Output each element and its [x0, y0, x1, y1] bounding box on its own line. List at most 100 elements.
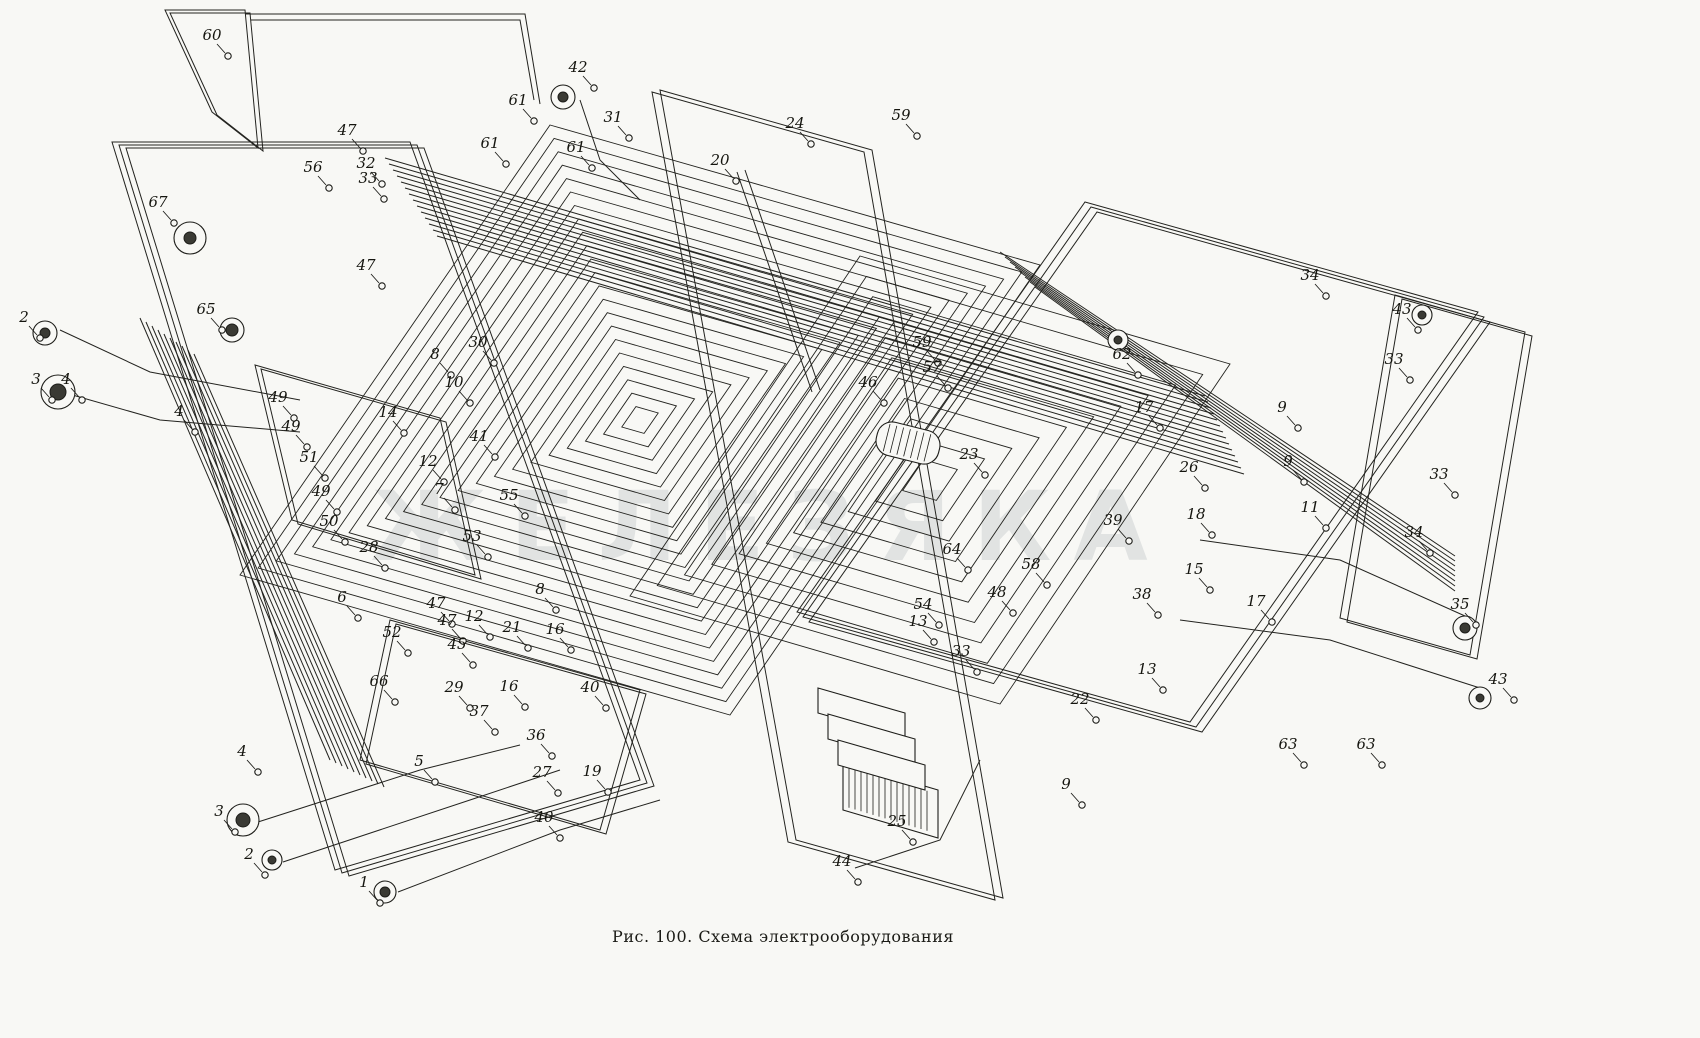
part-number-text: 31	[603, 108, 622, 126]
part-number-label: 32	[356, 154, 386, 188]
part-number-label: 2	[18, 308, 44, 342]
part-number-label: 5	[414, 752, 439, 786]
part-number-text: 15	[1184, 560, 1203, 578]
part-number-text: 39	[1103, 511, 1123, 529]
part-number-text: 46	[857, 373, 878, 391]
part-number-text: 48	[986, 583, 1006, 601]
part-number-text: 33	[1429, 465, 1448, 483]
part-number-label: 42	[567, 58, 598, 92]
part-number-label: 55	[499, 486, 529, 520]
spot-lamp-symbol	[550, 84, 576, 110]
part-number-text: 47	[425, 594, 446, 612]
part-number-label: 61	[480, 134, 510, 168]
part-number-label: 59	[891, 106, 921, 140]
figure-caption: Рис. 100. Схема электрооборудования	[612, 927, 954, 946]
part-number-text: 47	[355, 256, 376, 274]
part-number-label: 6	[337, 588, 362, 622]
part-number-text: 32	[356, 154, 375, 172]
part-number-text: 12	[464, 607, 483, 625]
part-number-text: 14	[378, 403, 397, 421]
part-number-text: 40	[579, 678, 600, 696]
part-number-text: 7	[434, 480, 444, 498]
part-number-text: 49	[280, 417, 301, 435]
part-number-label: 56	[303, 158, 333, 192]
part-number-text: 9	[1283, 452, 1293, 470]
part-number-label: 21	[501, 618, 532, 652]
part-number-text: 54	[913, 595, 932, 613]
part-number-label: 47	[436, 611, 467, 645]
part-number-text: 56	[303, 158, 323, 176]
part-number-label: 17	[1134, 398, 1164, 432]
part-number-text: 6	[337, 588, 347, 606]
part-number-label: 62	[1112, 345, 1142, 379]
part-number-text: 61	[566, 138, 585, 156]
part-number-label: 65	[196, 300, 226, 334]
part-number-label: 41	[468, 427, 499, 461]
part-number-text: 8	[430, 345, 440, 363]
part-number-text: 49	[310, 482, 331, 500]
part-number-label: 7	[434, 480, 459, 514]
part-number-label: 12	[418, 452, 448, 486]
part-number-text: 4	[60, 370, 71, 388]
part-number-text: 9	[1061, 775, 1071, 793]
part-number-text: 28	[358, 538, 378, 556]
part-number-label: 8	[430, 345, 455, 379]
part-number-text: 20	[709, 151, 730, 169]
headlamp-symbol	[226, 803, 260, 837]
part-number-text: 43	[1391, 300, 1411, 318]
part-number-text: 33	[951, 642, 970, 660]
part-number-text: 17	[1134, 398, 1154, 416]
part-number-text: 10	[444, 373, 464, 391]
part-number-label: 47	[425, 594, 456, 628]
part-number-label: 16	[499, 677, 529, 711]
part-number-text: 29	[443, 678, 464, 696]
part-number-text: 55	[499, 486, 518, 504]
part-number-label: 38	[1132, 585, 1162, 619]
wire-bundles	[139, 124, 1456, 788]
part-number-text: 16	[545, 620, 565, 638]
part-number-label: 9	[1277, 398, 1302, 432]
part-number-label: 30	[468, 333, 498, 367]
connector-symbol	[1411, 304, 1433, 326]
part-number-text: 42	[567, 58, 587, 76]
speedometer-symbol	[173, 221, 207, 255]
part-number-label: 34	[1404, 523, 1434, 557]
part-number-label: 52	[382, 623, 412, 657]
part-number-label: 61	[508, 91, 538, 125]
marker-lamp-symbol	[32, 320, 58, 346]
part-number-label: 59	[912, 333, 942, 367]
part-number-label: 14	[378, 403, 408, 437]
part-number-label: 33	[358, 169, 388, 203]
part-number-text: 58	[1021, 555, 1040, 573]
part-number-text: 4	[236, 742, 247, 760]
part-number-label: 18	[1186, 505, 1216, 539]
part-number-text: 36	[526, 726, 546, 744]
part-number-label: 64	[942, 540, 972, 574]
panel-outlines	[111, 9, 1533, 901]
horn-symbol	[1452, 615, 1478, 641]
part-number-text: 5	[414, 752, 424, 770]
part-number-label: 4	[173, 402, 199, 436]
part-number-text: 45	[446, 635, 466, 653]
part-number-label: 33	[1384, 350, 1414, 384]
part-number-label: 9	[1283, 452, 1308, 486]
part-number-label: 37	[469, 702, 499, 736]
part-number-label: 10	[444, 373, 474, 407]
part-number-label: 31	[603, 108, 633, 142]
part-number-label: 35	[1450, 595, 1480, 629]
part-number-text: 38	[1132, 585, 1151, 603]
part-number-text: 2	[243, 845, 254, 863]
part-number-text: 1	[359, 873, 369, 891]
part-number-label: 26	[1178, 458, 1209, 492]
part-number-text: 61	[480, 134, 499, 152]
generator-symbol	[875, 421, 941, 465]
part-number-text: 47	[336, 121, 357, 139]
part-number-text: 51	[299, 448, 318, 466]
part-number-label: 66	[369, 672, 399, 706]
part-number-label: 12	[464, 607, 494, 641]
part-number-label: 46	[857, 373, 888, 407]
part-number-label: 50	[319, 512, 349, 546]
part-number-label: 33	[1429, 465, 1459, 499]
